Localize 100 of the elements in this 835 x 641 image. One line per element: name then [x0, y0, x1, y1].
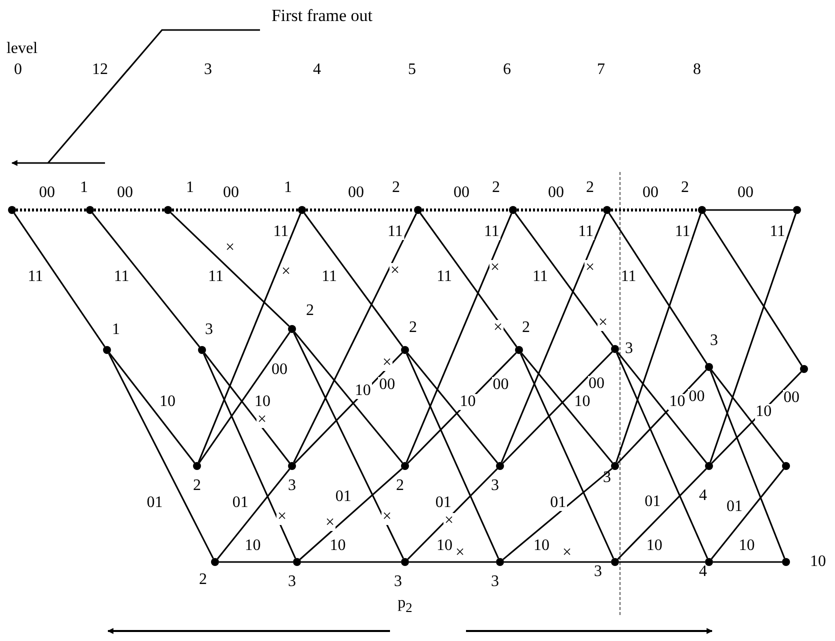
- trellis-state-dot: [793, 206, 801, 214]
- path-metric: 1: [186, 180, 194, 196]
- trellis-state-dot: [401, 462, 409, 470]
- trellis-branch: [407, 352, 517, 464]
- trellis-state-dot: [782, 558, 790, 566]
- path-metric: 3: [625, 341, 633, 357]
- trellis-state-dot: [611, 462, 619, 470]
- edge-label: 11: [577, 224, 594, 240]
- trellis-state-dot: [782, 462, 790, 470]
- trellis-branch: [406, 213, 512, 463]
- edge-label: 11: [272, 224, 290, 240]
- path-metric: 2: [586, 180, 594, 196]
- path-metric: 3: [710, 333, 718, 349]
- trellis-branch: [611, 208, 698, 212]
- trellis-state-dot: [164, 206, 172, 214]
- path-metric: 1: [112, 322, 120, 338]
- trellis-branch: [406, 353, 500, 559]
- trellis-state-dot: [611, 558, 619, 566]
- trellis-state-dot: [401, 558, 409, 566]
- trellis-branch: [713, 561, 782, 563]
- path-metric: 2: [409, 320, 417, 336]
- trellis-branch: [616, 214, 702, 462]
- trellis-branch: [172, 208, 298, 212]
- trellis-branch: [420, 212, 518, 348]
- trellis-branch: [202, 353, 296, 559]
- trellis-state-dot: [288, 462, 296, 470]
- path-metric: 2: [306, 303, 314, 319]
- trellis-branch: [514, 212, 614, 346]
- discard-mark: ×: [381, 509, 393, 525]
- trellis-branch: [520, 352, 614, 464]
- path-metric: 1: [80, 180, 88, 196]
- trellis-branch: [219, 561, 293, 563]
- edge-label: 10: [458, 394, 477, 410]
- trellis-branch: [406, 352, 498, 464]
- edge-label: 10: [668, 394, 686, 410]
- trellis-state-dot: [515, 346, 523, 354]
- path-metric: 10: [810, 554, 826, 570]
- trellis-branch: [301, 561, 401, 563]
- trellis-branch: [293, 332, 404, 559]
- path-metric: 3: [491, 478, 499, 494]
- trellis-branch: [616, 352, 708, 464]
- trellis-state-dot: [705, 363, 713, 371]
- path-metric: 4: [699, 488, 707, 504]
- trellis-branch: [407, 468, 498, 560]
- trellis-state-dot: [496, 462, 504, 470]
- trellis-branch: [502, 468, 612, 560]
- path-metric: 3: [603, 470, 611, 486]
- trellis-branch: [14, 212, 106, 348]
- trellis-branch: [502, 351, 613, 464]
- path-metric: 2: [396, 478, 404, 494]
- trellis-branch: [306, 208, 414, 212]
- discard-mark: ×: [324, 515, 336, 531]
- path-metric: 2: [199, 572, 207, 588]
- trellis-state-dot: [698, 206, 706, 214]
- trellis-branch: [703, 212, 803, 366]
- trellis-state-dot: [211, 558, 219, 566]
- trellis-state-dot: [509, 206, 517, 214]
- path-metric: 3: [394, 574, 402, 590]
- path-metric: 3: [288, 478, 296, 494]
- trellis-branch: [304, 212, 404, 348]
- path-metric: 3: [594, 564, 602, 580]
- trellis-branch: [108, 353, 214, 559]
- trellis-branch: [204, 352, 290, 464]
- path-metric: 2: [522, 320, 530, 336]
- trellis-branch: [616, 352, 708, 559]
- trellis-branch: [94, 208, 164, 212]
- trellis-branch: [706, 209, 793, 211]
- trellis-branch: [198, 332, 290, 464]
- discard-mark: ×: [381, 355, 393, 371]
- trellis-branch: [520, 353, 614, 559]
- discard-mark: ×: [597, 315, 609, 331]
- path-metric: 2: [681, 180, 689, 196]
- trellis-state-dot: [86, 206, 94, 214]
- trellis-state-dot: [401, 346, 409, 354]
- trellis-branch: [294, 332, 404, 464]
- trellis-state-dot: [198, 346, 206, 354]
- discard-mark: ×: [276, 509, 288, 525]
- trellis-branch: [216, 468, 290, 560]
- path-metric: 4: [699, 564, 707, 580]
- trellis-branch: [500, 213, 606, 463]
- edge-label: 10: [354, 382, 372, 399]
- trellis-state-dot: [414, 206, 422, 214]
- trellis-state-dot: [611, 345, 619, 353]
- path-metric: 3: [288, 574, 296, 590]
- edge-label: 11: [386, 224, 404, 240]
- trellis-branch: [617, 369, 707, 464]
- trellis-state-dot: [288, 325, 296, 333]
- trellis-branch: [619, 561, 705, 563]
- discard-mark: ×: [256, 412, 268, 428]
- trellis-branch: [16, 208, 86, 212]
- path-metric: 3: [205, 322, 213, 338]
- trellis-state-dot: [8, 206, 16, 214]
- trellis-branch: [92, 212, 200, 348]
- edge-label: 11: [483, 224, 500, 240]
- path-metric: 2: [193, 478, 201, 494]
- trellis-branch: [517, 208, 603, 212]
- trellis-branch: [170, 212, 290, 327]
- trellis-branch: [293, 213, 417, 463]
- trellis-branch: [422, 208, 509, 212]
- trellis-branch: [710, 370, 784, 464]
